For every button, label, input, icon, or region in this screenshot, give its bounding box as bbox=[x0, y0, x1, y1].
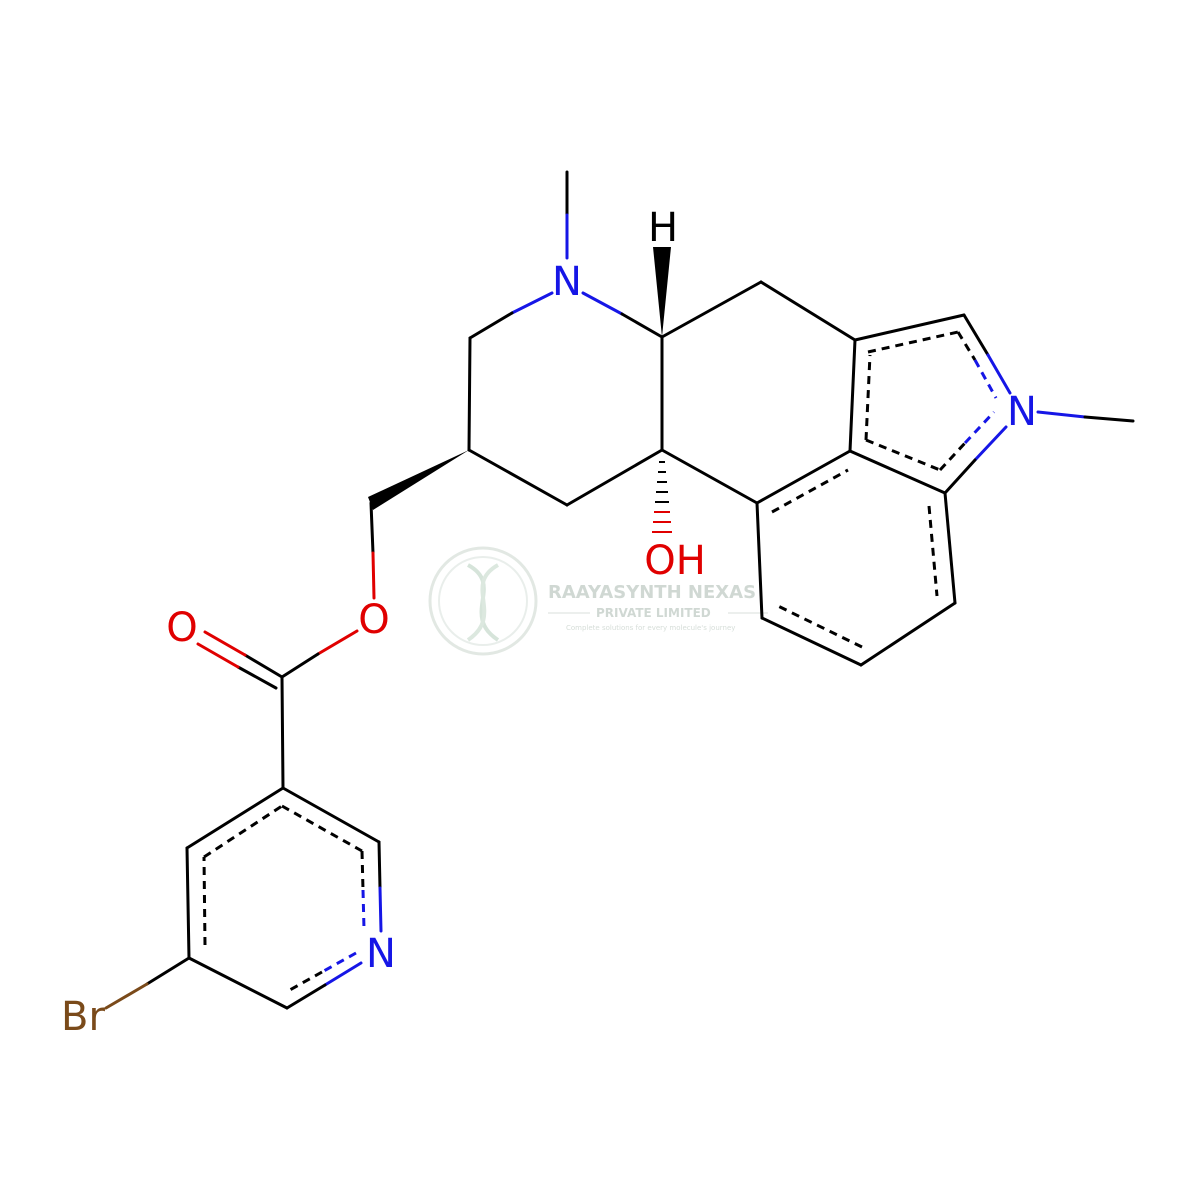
wedge-bond-h bbox=[653, 247, 671, 337]
atom-o-carbonyl: O bbox=[166, 605, 197, 651]
hashed-bond-oh bbox=[655, 461, 669, 503]
atom-oh: OH bbox=[644, 538, 706, 584]
atom-n-indole: N bbox=[1007, 389, 1037, 435]
bond-ring-left bbox=[467, 336, 472, 452]
watermark-logo-inner-ring bbox=[438, 556, 528, 646]
atom-o-ester: O bbox=[358, 597, 389, 643]
atom-n-pyridine: N bbox=[366, 931, 396, 977]
aromatic-dash bbox=[771, 468, 849, 514]
bond-n-ch2 bbox=[510, 291, 554, 315]
atom-br: Br bbox=[61, 994, 105, 1040]
watermark: RAAYASYNTH NEXAS PRIVATE LIMITED Complet… bbox=[428, 546, 768, 656]
watermark-tagline: Complete solutions for every molecule's … bbox=[566, 624, 735, 632]
watermark-logo-ring bbox=[428, 546, 538, 656]
wedge-bond-ch2 bbox=[368, 450, 469, 510]
atom-h: H bbox=[648, 205, 678, 251]
bond-indole-methyl bbox=[1083, 415, 1135, 423]
atom-n-ring: N bbox=[552, 259, 582, 305]
watermark-subtitle: PRIVATE LIMITED bbox=[596, 606, 711, 620]
bond-n-ch bbox=[581, 291, 624, 316]
watermark-company: RAAYASYNTH NEXAS bbox=[548, 582, 756, 603]
